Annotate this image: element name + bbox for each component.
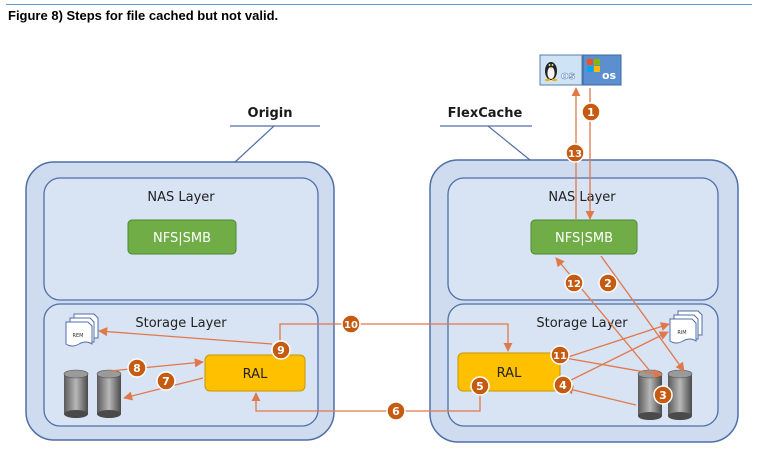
linux-os-label: os [561,69,576,82]
arrow-step-8 [109,358,204,372]
svg-text:4: 4 [559,379,567,392]
flexcache-nas-layer-label: NAS Layer [548,190,616,205]
flexcache-nfs-smb-label: NFS|SMB [555,231,613,246]
step-badge-6: 6 [386,401,406,421]
svg-text:13: 13 [568,149,582,160]
svg-text:6: 6 [392,405,400,418]
arrow-step-11-disk [564,357,663,379]
svg-text:12: 12 [567,279,581,290]
origin-cluster: NAS Layer NFS|SMB Storage Layer REM RAL [25,161,335,441]
step-badge-8: 8 [127,358,147,378]
svg-text:8: 8 [133,362,141,375]
arrow-step-3 [564,385,637,406]
flexcache-label-leader [487,125,531,161]
client-os-icons: os os [539,54,622,86]
top-rule [6,4,752,5]
flexcache-ral-label: RAL [497,366,522,381]
origin-ral-label: RAL [243,367,268,382]
step-badge-4: 4 [553,375,573,395]
step-badge-1: 1 [581,102,601,122]
arrow-step-2 [600,255,685,372]
svg-text:5: 5 [476,380,484,393]
svg-text:1: 1 [587,106,595,119]
windows-os-label: os [602,69,617,82]
flexcache-cluster: NAS Layer NFS|SMB Storage Layer RIM RAL [429,159,739,443]
svg-text:7: 7 [162,375,170,388]
origin-nfs-smb-box [127,219,237,255]
origin-ral-box [204,354,306,392]
svg-text:10: 10 [344,320,358,331]
arrow-step-4 [562,331,669,385]
svg-text:3: 3 [659,389,667,402]
figure-title: Figure 8) Steps for file cached but not … [8,8,279,23]
origin-nfs-smb-label: NFS|SMB [153,231,211,246]
linux-penguin-icon [544,62,558,82]
arrow-step-11-rim [564,322,670,359]
origin-disk-icon [63,369,122,418]
step-badge-10: 10 [341,314,361,334]
step-badge-7: 7 [156,371,176,391]
origin-nas-layer-label: NAS Layer [147,190,215,205]
origin-rem-label: REM [73,333,84,339]
step-badge-12: 12 [564,273,584,293]
step-badge-3: 3 [653,385,673,405]
step-badge-2: 2 [598,273,618,293]
origin-label: Origin [248,106,293,121]
origin-storage-layer-label: Storage Layer [135,316,227,331]
flexcache-storage-layer-label: Storage Layer [536,316,628,331]
svg-text:9: 9 [277,344,285,357]
flexcache-nfs-smb-box [530,219,638,255]
svg-text:2: 2 [604,277,612,290]
svg-text:11: 11 [553,351,567,362]
step-badge-11: 11 [550,345,570,365]
arrow-step-10 [279,323,513,352]
origin-rem-document-icon: REM [65,313,99,347]
windows-logo-icon [587,59,600,72]
step-badges: 1 13 2 12 3 4 5 6 [127,102,673,421]
flexcache-label: FlexCache [448,106,523,121]
step-badge-5: 5 [470,376,490,396]
arrow-step-9 [98,327,273,345]
step-badge-9: 9 [271,340,291,360]
arrow-step-6 [251,391,481,412]
flexcache-rim-label: RIM [677,330,686,336]
origin-label-leader [233,125,275,164]
flexcache-rim-document-icon: RIM [669,310,703,344]
step-badge-13: 13 [565,143,585,163]
